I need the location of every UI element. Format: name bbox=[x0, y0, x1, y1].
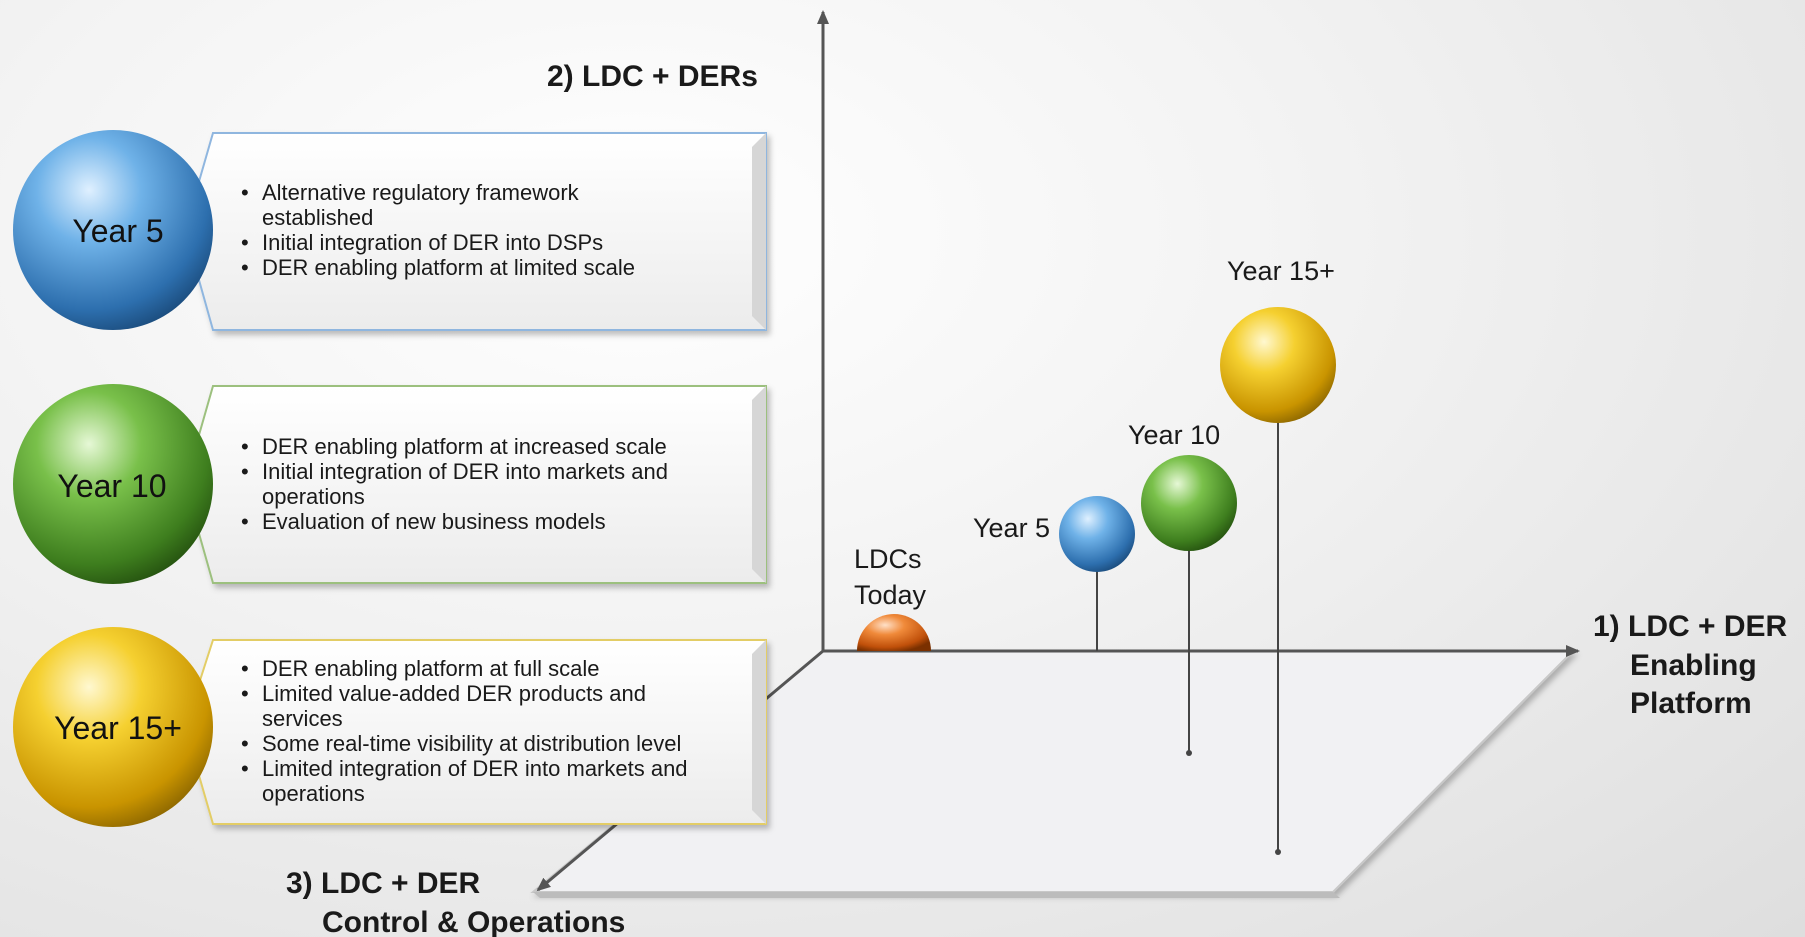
bullet-dot: • bbox=[241, 681, 249, 706]
bullet-list: • DER enabling platform at increased sca… bbox=[241, 434, 668, 534]
year-15-point-label: Year 15+ bbox=[1227, 256, 1335, 286]
bullet-text: operations bbox=[262, 781, 365, 806]
bullet-text: Initial integration of DER into markets … bbox=[262, 459, 668, 484]
bullet-text: Initial integration of DER into DSPs bbox=[262, 230, 603, 255]
bullet-dot: • bbox=[241, 434, 249, 459]
year-15-point-sphere bbox=[1220, 307, 1336, 423]
bullet-text: DER enabling platform at full scale bbox=[262, 656, 600, 681]
bullet-list: • DER enabling platform at full scale • … bbox=[241, 656, 688, 806]
callout-box-bevel bbox=[752, 640, 766, 824]
bullet-dot: • bbox=[241, 180, 249, 205]
y-axis-label: 2) LDC + DERs bbox=[547, 60, 758, 93]
ldcs-today-label: LDCs bbox=[854, 544, 922, 574]
x-axis-label-line: Platform bbox=[1630, 687, 1752, 720]
callout-box-bevel bbox=[752, 133, 766, 330]
bullet-text: Alternative regulatory framework bbox=[262, 180, 580, 205]
bullet-text: services bbox=[262, 706, 343, 731]
bullet-text: operations bbox=[262, 484, 365, 509]
bullet-dot: • bbox=[241, 459, 249, 484]
ldcs-today-sphere bbox=[857, 614, 931, 651]
x-axis-label-line: 1) LDC + DER bbox=[1593, 610, 1788, 643]
x-axis-label: 1) LDC + DER Enabling Platform bbox=[1593, 610, 1788, 720]
bullet-dot: • bbox=[241, 656, 249, 681]
x-axis-label-line: Enabling bbox=[1630, 649, 1757, 682]
stage-sphere-label: Year 5 bbox=[72, 213, 163, 249]
z-axis-label-line: Control & Operations bbox=[322, 906, 625, 937]
bullet-dot: • bbox=[241, 756, 249, 781]
year-10-point-label: Year 10 bbox=[1128, 420, 1220, 450]
year-5-point-label: Year 5 bbox=[973, 513, 1050, 543]
z-axis-label: 3) LDC + DER Control & Operations bbox=[286, 867, 625, 937]
stem-foot-year-10 bbox=[1186, 750, 1192, 756]
stage-sphere-label: Year 15+ bbox=[54, 710, 182, 746]
floor-plane-edge bbox=[533, 892, 1340, 898]
bullet-text: Limited integration of DER into markets … bbox=[262, 756, 688, 781]
bullet-dot: • bbox=[241, 509, 249, 534]
bullet-text: Limited value-added DER products and bbox=[262, 681, 646, 706]
stage-sphere-label: Year 10 bbox=[57, 468, 166, 504]
bullet-text: established bbox=[262, 205, 373, 230]
bullet-text: Some real-time visibility at distributio… bbox=[262, 731, 681, 756]
bullet-text: Evaluation of new business models bbox=[262, 509, 606, 534]
stem-foot-year-15 bbox=[1275, 849, 1281, 855]
ldcs-today-label: Today bbox=[854, 580, 927, 610]
bullet-text: DER enabling platform at increased scale bbox=[262, 434, 667, 459]
bullet-dot: • bbox=[241, 255, 249, 280]
stage-card-year-5: Year 5 • Alternative regulatory framewor… bbox=[13, 130, 767, 331]
stage-card-year-15: Year 15+ • DER enabling platform at full… bbox=[13, 627, 767, 827]
year-10-point-sphere bbox=[1141, 455, 1237, 551]
bullet-list: • Alternative regulatory framework estab… bbox=[241, 180, 635, 280]
bullet-dot: • bbox=[241, 731, 249, 756]
z-axis-label-line: 3) LDC + DER bbox=[286, 867, 481, 900]
callout-box-bevel bbox=[752, 386, 766, 583]
stage-sphere bbox=[13, 384, 213, 584]
bullet-dot: • bbox=[241, 230, 249, 255]
stage-sphere bbox=[13, 130, 213, 330]
stage-sphere bbox=[13, 627, 213, 827]
year-5-point-sphere bbox=[1059, 496, 1135, 572]
bullet-text: DER enabling platform at limited scale bbox=[262, 255, 635, 280]
stage-card-year-10: Year 10 • DER enabling platform at incre… bbox=[13, 384, 767, 584]
